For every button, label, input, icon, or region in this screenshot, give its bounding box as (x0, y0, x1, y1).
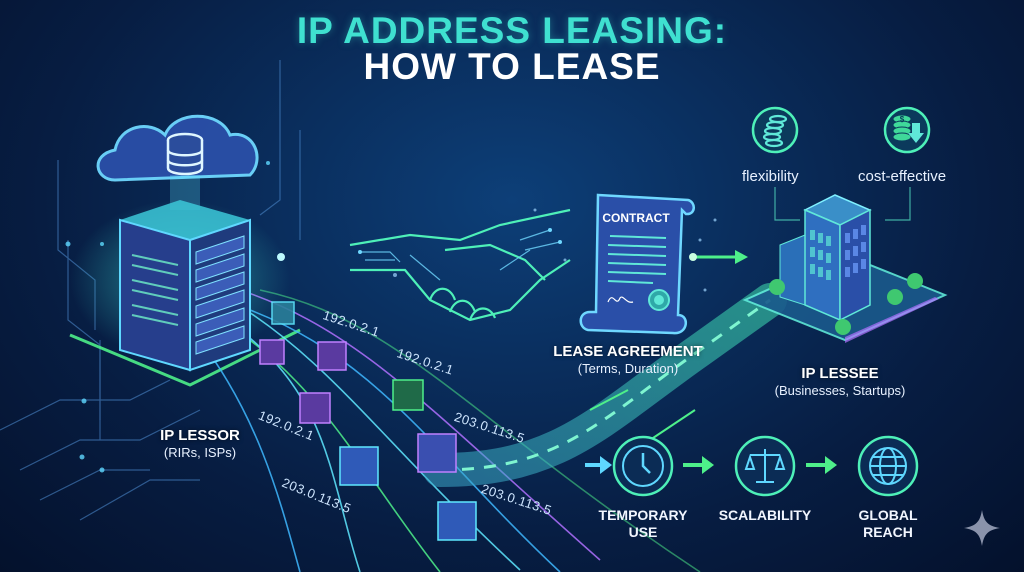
handshake-node (349, 200, 571, 330)
data-cube-icon (271, 301, 295, 325)
lessor-sub-label: (RIRs, ISPs) (163, 445, 237, 460)
benefit-cost-effective-label: cost-effective (858, 168, 947, 185)
lessor-label: IP LESSOR (160, 427, 240, 444)
agreement-sub-label: (Terms, Duration) (577, 361, 679, 376)
clock-icon (612, 435, 674, 497)
benefit-cost-effective: $ (872, 105, 942, 165)
data-cube-icon (392, 379, 424, 411)
data-cube-icon (317, 341, 347, 371)
data-cube-icon (299, 392, 331, 424)
contract-scroll-icon: CONTRACT (579, 193, 695, 335)
benefit-scalability (734, 435, 796, 497)
lessee-label: IP LESSEE (801, 365, 879, 382)
benefit-flexibility (740, 105, 810, 165)
contract-node: CONTRACT (578, 190, 698, 340)
lessee-node (735, 185, 955, 345)
balance-scale-icon (734, 435, 796, 497)
data-cube-icon (437, 501, 477, 541)
spring-coil-icon (751, 106, 799, 154)
page-title-line2: HOW TO LEASE (363, 46, 661, 87)
benefit-scalability-label: SCALABILITY (718, 507, 812, 523)
data-cube-icon (417, 433, 457, 473)
agreement-label: LEASE AGREEMENT (553, 343, 703, 360)
benefit-global-reach (857, 435, 919, 497)
data-cube-icon (339, 446, 379, 486)
benefit-temporary-use (612, 435, 674, 497)
data-cube-icon (259, 339, 285, 365)
globe-icon (857, 435, 919, 497)
lessor-node (70, 110, 290, 372)
benefit-global-reach-label: GLOBAL REACH (858, 507, 918, 540)
svg-text:$: $ (900, 115, 905, 124)
coins-down-arrow-icon: $ (883, 106, 931, 154)
benefit-temporary-use-label: TEMPORARY USE (598, 507, 688, 540)
cloud-server-icon (70, 114, 290, 372)
lessee-sub-label: (Businesses, Startups) (774, 383, 906, 398)
office-building-icon (742, 194, 948, 343)
sparkle-star-icon (964, 510, 1000, 546)
page-title-line1: IP ADDRESS LEASING: (296, 10, 728, 51)
circuit-handshake-icon (349, 208, 571, 322)
benefit-flexibility-label: flexibility (742, 168, 799, 185)
contract-heading: CONTRACT (602, 211, 670, 225)
